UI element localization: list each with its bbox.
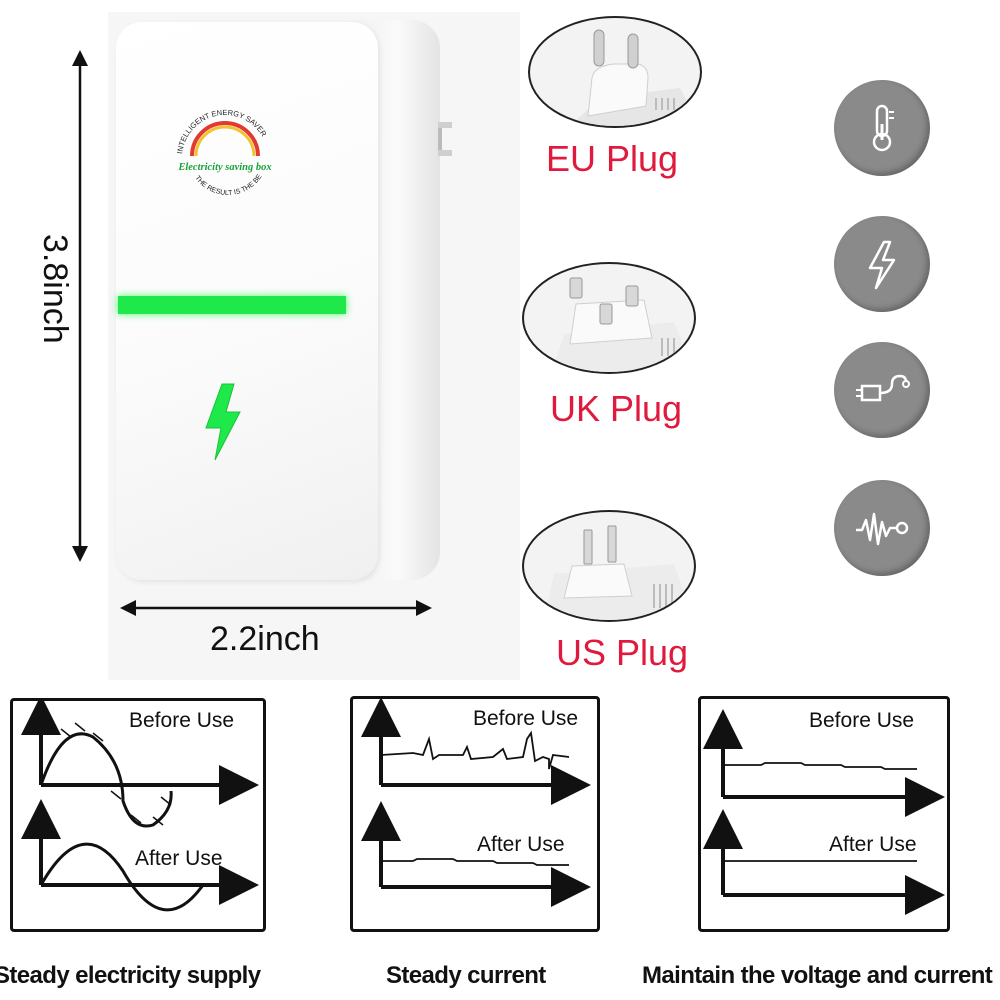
energy-saver-badge: INTELLIGENT ENERGY SAVER Electricity sav… [170, 96, 272, 197]
usb-plug-icon [856, 374, 910, 402]
eu-plug-photo [528, 16, 702, 128]
height-arrow [72, 50, 88, 562]
eu-plug-icon [570, 29, 700, 126]
width-label: 2.2inch [210, 620, 320, 658]
panel2-after-label: After Use [477, 833, 565, 856]
thermometer-feature [834, 80, 930, 176]
svg-text:INTELLIGENT ENERGY SAVER: INTELLIGENT ENERGY SAVER [175, 108, 269, 154]
panel1-before-label: Before Use [129, 709, 235, 732]
waveform-feature [834, 480, 930, 576]
uk-plug-label: UK Plug [550, 388, 683, 429]
panel3-before-label: Before Use [809, 709, 915, 732]
height-label: 3.8inch [36, 234, 74, 344]
panel-steady-current: Before Use After Use [350, 696, 600, 932]
us-plug-icon [544, 525, 694, 620]
width-arrow [120, 600, 432, 616]
caption-steady-supply: Steady electricity supply [0, 962, 261, 989]
supply-graphs [21, 701, 259, 912]
caption-steady-current: Steady current [386, 962, 546, 989]
uk-plug-photo [522, 262, 696, 374]
eu-plug-label: EU Plug [546, 138, 679, 179]
uk-plug-icon [552, 277, 694, 372]
badge-top-text: INTELLIGENT ENERGY SAVER [175, 108, 269, 154]
caption-clip: Maintain the voltage and current [642, 962, 1000, 990]
waveform-icon [856, 512, 909, 546]
lightning-feature [834, 216, 930, 312]
us-plug-photo [522, 510, 696, 622]
led-indicator-bar [118, 296, 346, 314]
voltage-graphs [703, 709, 945, 915]
device-prong [438, 122, 452, 156]
us-plug-label: US Plug [556, 632, 689, 673]
caption-maintain-voltage: Maintain the voltage and current [642, 962, 993, 989]
panel3-after-label: After Use [829, 833, 917, 856]
lightning-icon [868, 240, 896, 290]
panel1-after-label: After Use [135, 847, 223, 870]
badge-middle-text: Electricity saving box [177, 162, 271, 173]
panel2-before-label: Before Use [473, 707, 579, 730]
panel-maintain-voltage: Before Use After Use [698, 696, 950, 932]
thermometer-icon [872, 104, 894, 152]
panel-steady-supply: Before Use After Use [10, 698, 266, 932]
lightning-bolt-icon [205, 383, 241, 461]
current-graphs [361, 699, 591, 907]
usb-plug-feature [834, 342, 930, 438]
